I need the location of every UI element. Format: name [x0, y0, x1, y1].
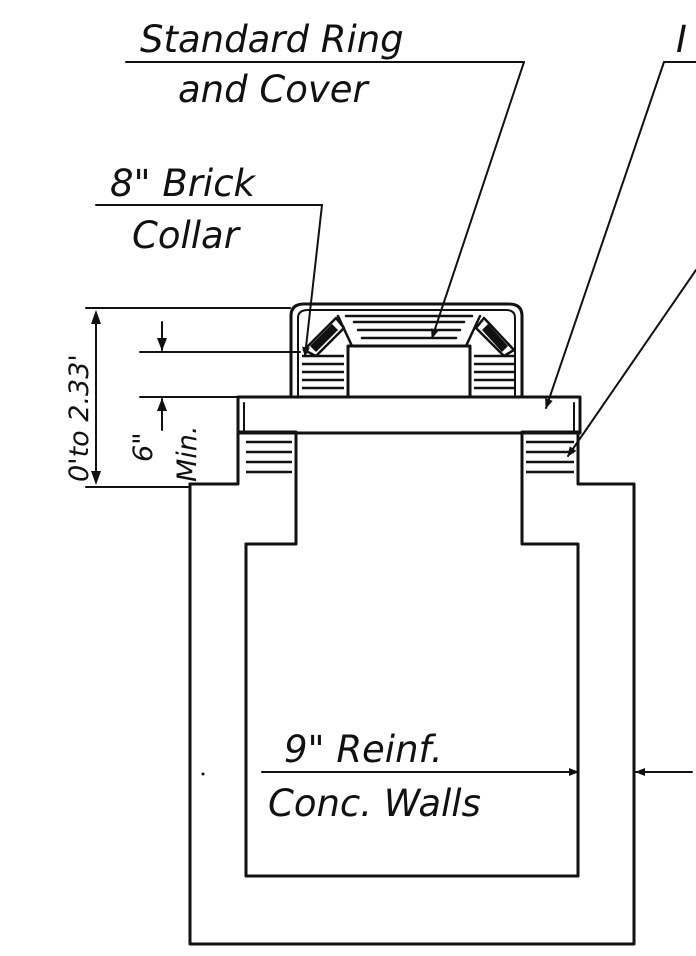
walls-label-line2: Conc. Walls: [268, 782, 481, 825]
brick-collar-label-line2: Collar: [132, 214, 242, 257]
min-height-note: Min.: [172, 426, 203, 483]
min-height-value: 6": [128, 432, 159, 462]
walls-label-line1: 9" Reinf.: [284, 728, 443, 771]
ring-and-cover-casting: [302, 314, 516, 399]
ring-cover-label-line1: Standard Ring: [140, 18, 404, 61]
concrete-chamber: [188, 430, 636, 946]
partial-label-top-right: I: [676, 18, 687, 61]
brick-collar: [289, 302, 524, 399]
cover-slab: [236, 395, 582, 435]
lower-brick-courses: [246, 440, 574, 474]
overall-height-dimension: 0'to 2.33': [64, 354, 95, 482]
ring-cover-label-line2: and Cover: [178, 68, 371, 111]
leader-lines: [95, 61, 696, 776]
brick-collar-label-line1: 8" Brick: [110, 162, 257, 205]
stray-dot: [201, 772, 205, 776]
dimension-lines: [85, 307, 301, 488]
